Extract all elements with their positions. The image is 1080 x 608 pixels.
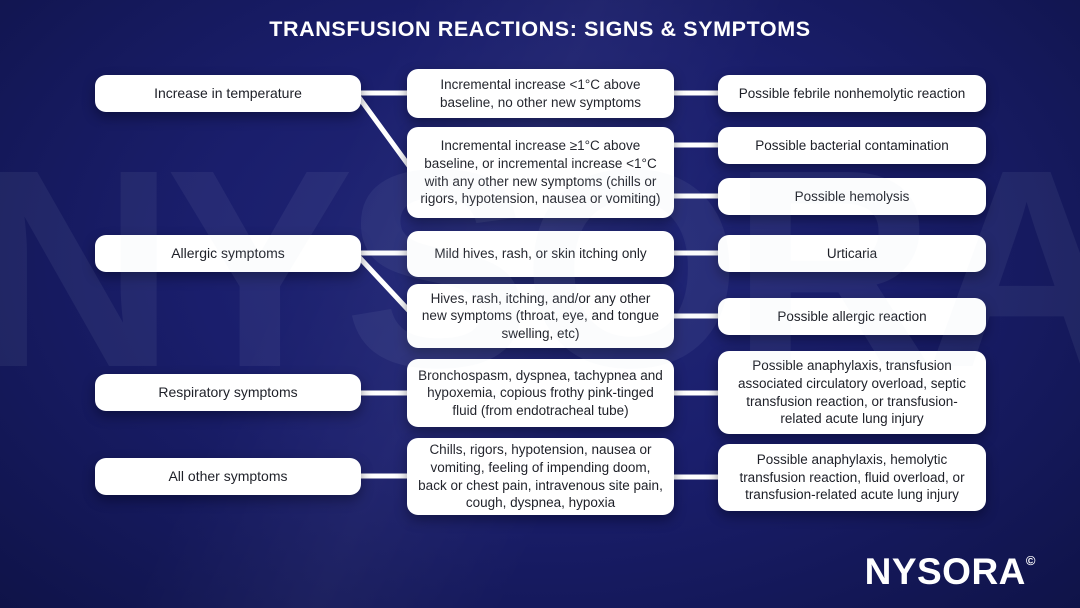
sign-text: Incremental increase ≥1°C above baseline…	[420, 138, 661, 207]
reaction-text: Possible febrile nonhemolytic reaction	[738, 85, 966, 101]
reaction-box-hemolysis: Possible hemolysis	[718, 178, 986, 215]
trigger-box-other: All other symptoms	[95, 458, 361, 495]
sign-box-temp-major: Incremental increase ≥1°C above baseline…	[407, 127, 674, 218]
trigger-box-respiratory: Respiratory symptoms	[95, 374, 361, 411]
sign-box-chills-rigors: Chills, rigors, hypotension, nausea or v…	[407, 438, 674, 515]
reaction-box-urticaria: Urticaria	[718, 235, 986, 272]
sign-text: Hives, rash, itching, and/or any other n…	[421, 290, 660, 341]
reaction-text: Possible anaphylaxis, transfusion associ…	[737, 358, 967, 427]
trigger-label: Increase in temperature	[154, 85, 302, 102]
logo-text: NYSORA	[864, 551, 1026, 592]
trigger-box-temperature: Increase in temperature	[95, 75, 361, 112]
sign-box-temp-minor: Incremental increase <1°C above baseline…	[407, 69, 674, 118]
trigger-label: Allergic symptoms	[171, 245, 285, 262]
nysora-logo: NYSORA©	[865, 553, 1036, 590]
sign-box-mild-hives: Mild hives, rash, or skin itching only	[407, 231, 674, 277]
sign-text: Incremental increase <1°C above baseline…	[439, 76, 642, 110]
reaction-box-anaphylaxis-taco: Possible anaphylaxis, transfusion associ…	[718, 351, 986, 434]
reaction-text: Possible allergic reaction	[777, 308, 927, 324]
reaction-box-bacterial: Possible bacterial contamination	[718, 127, 986, 164]
trigger-label: All other symptoms	[168, 468, 288, 485]
logo-copyright-mark: ©	[1025, 553, 1036, 568]
reaction-text: Urticaria	[826, 245, 878, 261]
reaction-text: Possible anaphylaxis, hemolytic transfus…	[739, 452, 965, 503]
sign-box-hives-other: Hives, rash, itching, and/or any other n…	[407, 284, 674, 348]
connector-line	[355, 253, 415, 317]
page-title: TRANSFUSION REACTIONS: SIGNS & SYMPTOMS	[269, 17, 811, 41]
sign-text: Bronchospasm, dyspnea, tachypnea and hyp…	[418, 367, 663, 418]
trigger-box-allergic: Allergic symptoms	[95, 235, 361, 272]
reaction-text: Possible hemolysis	[794, 188, 910, 204]
trigger-label: Respiratory symptoms	[158, 384, 298, 401]
reaction-box-anaphylaxis-hemolytic: Possible anaphylaxis, hemolytic transfus…	[718, 444, 986, 511]
sign-text: Chills, rigors, hypotension, nausea or v…	[418, 442, 663, 511]
sign-box-bronchospasm: Bronchospasm, dyspnea, tachypnea and hyp…	[407, 359, 674, 427]
reaction-box-allergic: Possible allergic reaction	[718, 298, 986, 335]
reaction-box-febrile: Possible febrile nonhemolytic reaction	[718, 75, 986, 112]
reaction-text: Possible bacterial contamination	[755, 137, 949, 153]
connector-line	[355, 93, 415, 173]
sign-text: Mild hives, rash, or skin itching only	[434, 246, 647, 262]
